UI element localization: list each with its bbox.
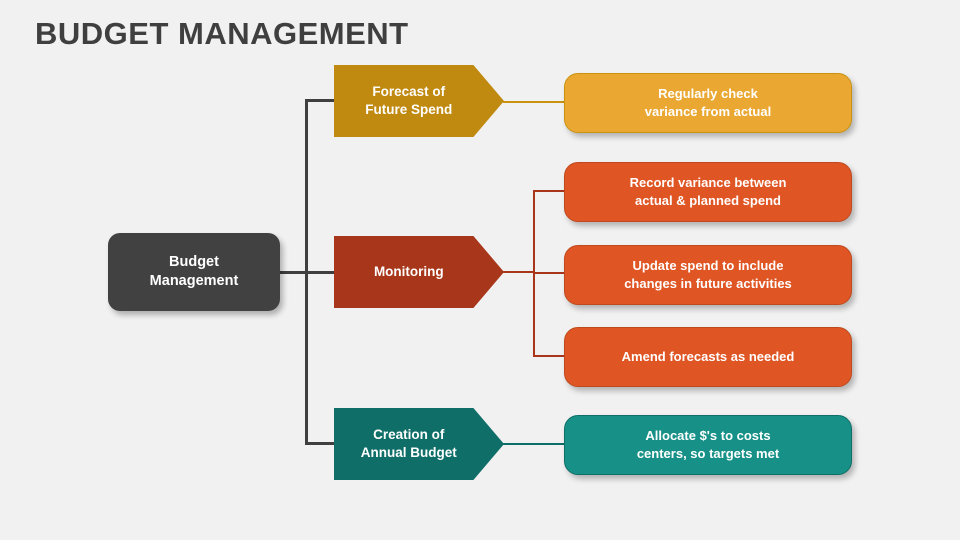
- detail-box-update-spend-line1: Update spend to include: [632, 258, 784, 274]
- chevron-creation-label: Creation of Annual Budget: [361, 426, 457, 462]
- detail-box-amend-forecasts[interactable]: Amend forecasts as needed: [564, 327, 852, 387]
- detail-box-amend-forecasts-line1: Amend forecasts as needed: [621, 349, 795, 365]
- chevron-creation-line2: Annual Budget: [360, 445, 457, 460]
- node-budget-management-line2: Management: [149, 273, 239, 289]
- detail-box-update-spend[interactable]: Update spend to include changes in futur…: [564, 245, 852, 305]
- detail-box-allocate-dollars-line1: Allocate $'s to costs: [645, 428, 771, 444]
- page-title: BUDGET MANAGEMENT: [35, 16, 409, 51]
- chevron-forecast-of-future-spend[interactable]: Forecast of Future Spend: [334, 65, 504, 137]
- connector-root-horizontal: [280, 271, 308, 274]
- chevron-creation-of-annual-budget[interactable]: Creation of Annual Budget: [334, 408, 504, 480]
- chevron-creation-line1: Creation of: [373, 426, 445, 442]
- detail-box-record-variance[interactable]: Record variance between actual & planned…: [564, 162, 852, 222]
- node-budget-management-line1: Budget: [169, 253, 219, 270]
- connector-branch-forecast: [305, 99, 337, 102]
- connector-branch-creation: [305, 442, 337, 445]
- detail-box-allocate-dollars-label: Allocate $'s to costs centers, so target…: [627, 427, 789, 462]
- connector-monitoring-stem: [503, 271, 535, 273]
- detail-box-update-spend-line2: changes in future activities: [624, 276, 792, 291]
- connector-creation-detail: [503, 443, 569, 445]
- chevron-forecast-label: Forecast of Future Spend: [365, 83, 452, 119]
- node-budget-management[interactable]: Budget Management: [108, 233, 280, 311]
- detail-box-record-variance-label: Record variance between actual & planned…: [620, 174, 797, 209]
- detail-box-allocate-dollars-line2: centers, so targets met: [636, 446, 780, 461]
- connector-branch-monitoring: [305, 271, 337, 274]
- detail-box-regularly-check[interactable]: Regularly check variance from actual: [564, 73, 852, 133]
- chevron-forecast-line2: Future Spend: [365, 102, 453, 117]
- detail-box-record-variance-line1: Record variance between: [629, 175, 787, 191]
- detail-box-amend-forecasts-label: Amend forecasts as needed: [612, 348, 805, 366]
- detail-box-regularly-check-line1: Regularly check: [658, 86, 758, 102]
- detail-box-update-spend-label: Update spend to include changes in futur…: [614, 257, 802, 292]
- node-budget-management-label: Budget Management: [150, 253, 239, 291]
- chevron-monitoring[interactable]: Monitoring: [334, 236, 504, 308]
- connector-forecast-detail: [503, 101, 569, 103]
- connector-monitoring-detail-3: [533, 355, 571, 357]
- connector-monitoring-detail-2: [533, 272, 571, 274]
- detail-box-record-variance-line2: actual & planned spend: [635, 193, 781, 208]
- chevron-monitoring-line1: Monitoring: [373, 263, 444, 279]
- detail-box-regularly-check-line2: variance from actual: [644, 104, 772, 119]
- chevron-forecast-line1: Forecast of: [372, 83, 446, 99]
- detail-box-regularly-check-label: Regularly check variance from actual: [635, 85, 781, 120]
- connector-monitoring-detail-1: [533, 190, 571, 192]
- chevron-monitoring-label: Monitoring: [374, 263, 444, 281]
- detail-box-allocate-dollars[interactable]: Allocate $'s to costs centers, so target…: [564, 415, 852, 475]
